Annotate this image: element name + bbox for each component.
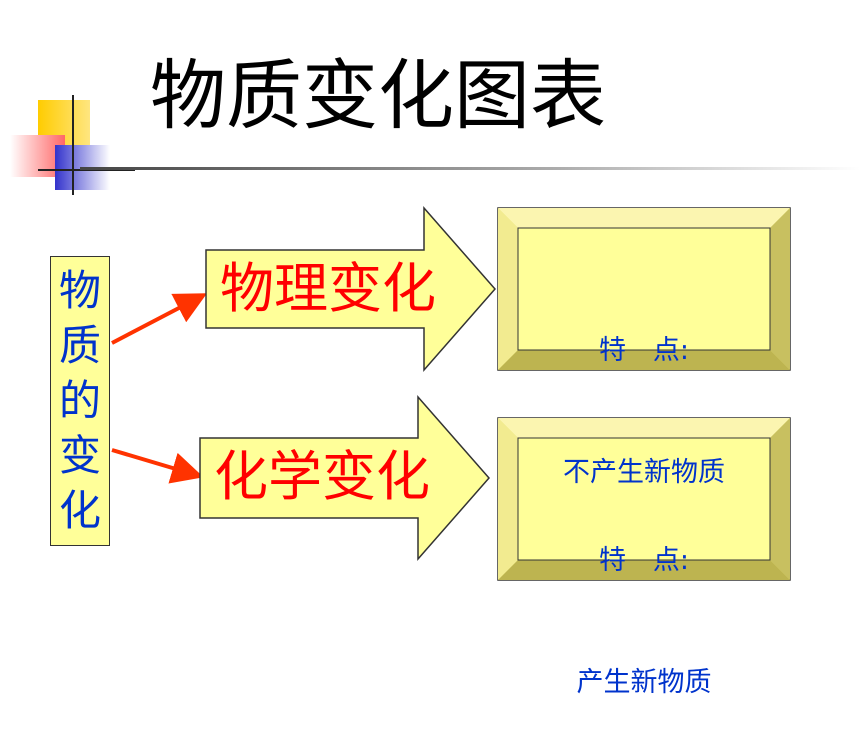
left-char: 变 <box>58 431 101 480</box>
diagram-shapes <box>111 206 791 581</box>
chemical-arrow <box>199 395 490 561</box>
chemical-change-label: 化学变化 <box>214 445 430 508</box>
left-char: 质 <box>58 321 101 370</box>
connector-to-chemical <box>111 448 204 484</box>
left-char: 化 <box>58 486 101 535</box>
matter-change-box: 物 质 的 变 化 <box>50 256 110 546</box>
left-char: 物 <box>58 266 101 315</box>
chemical-feature-box <box>497 417 791 581</box>
chemical-feature-title: 特 点: <box>598 545 690 576</box>
physical-feature-text: 特 点: 不产生新物质 <box>518 250 770 534</box>
physical-feature-title: 特 点: <box>598 335 690 366</box>
chemical-feature-text: 特 点: 产生新物质 <box>518 460 770 744</box>
physical-change-label: 物理变化 <box>220 257 436 320</box>
title-underline <box>80 167 860 170</box>
physical-feature-box <box>497 207 791 371</box>
page-title: 物质变化图表 <box>150 51 606 140</box>
chemical-feature-desc: 产生新物质 <box>576 666 712 698</box>
physical-arrow <box>205 206 496 372</box>
physical-feature-desc: 不产生新物质 <box>563 456 725 488</box>
left-char: 的 <box>58 376 101 425</box>
connector-to-physical <box>111 293 208 345</box>
